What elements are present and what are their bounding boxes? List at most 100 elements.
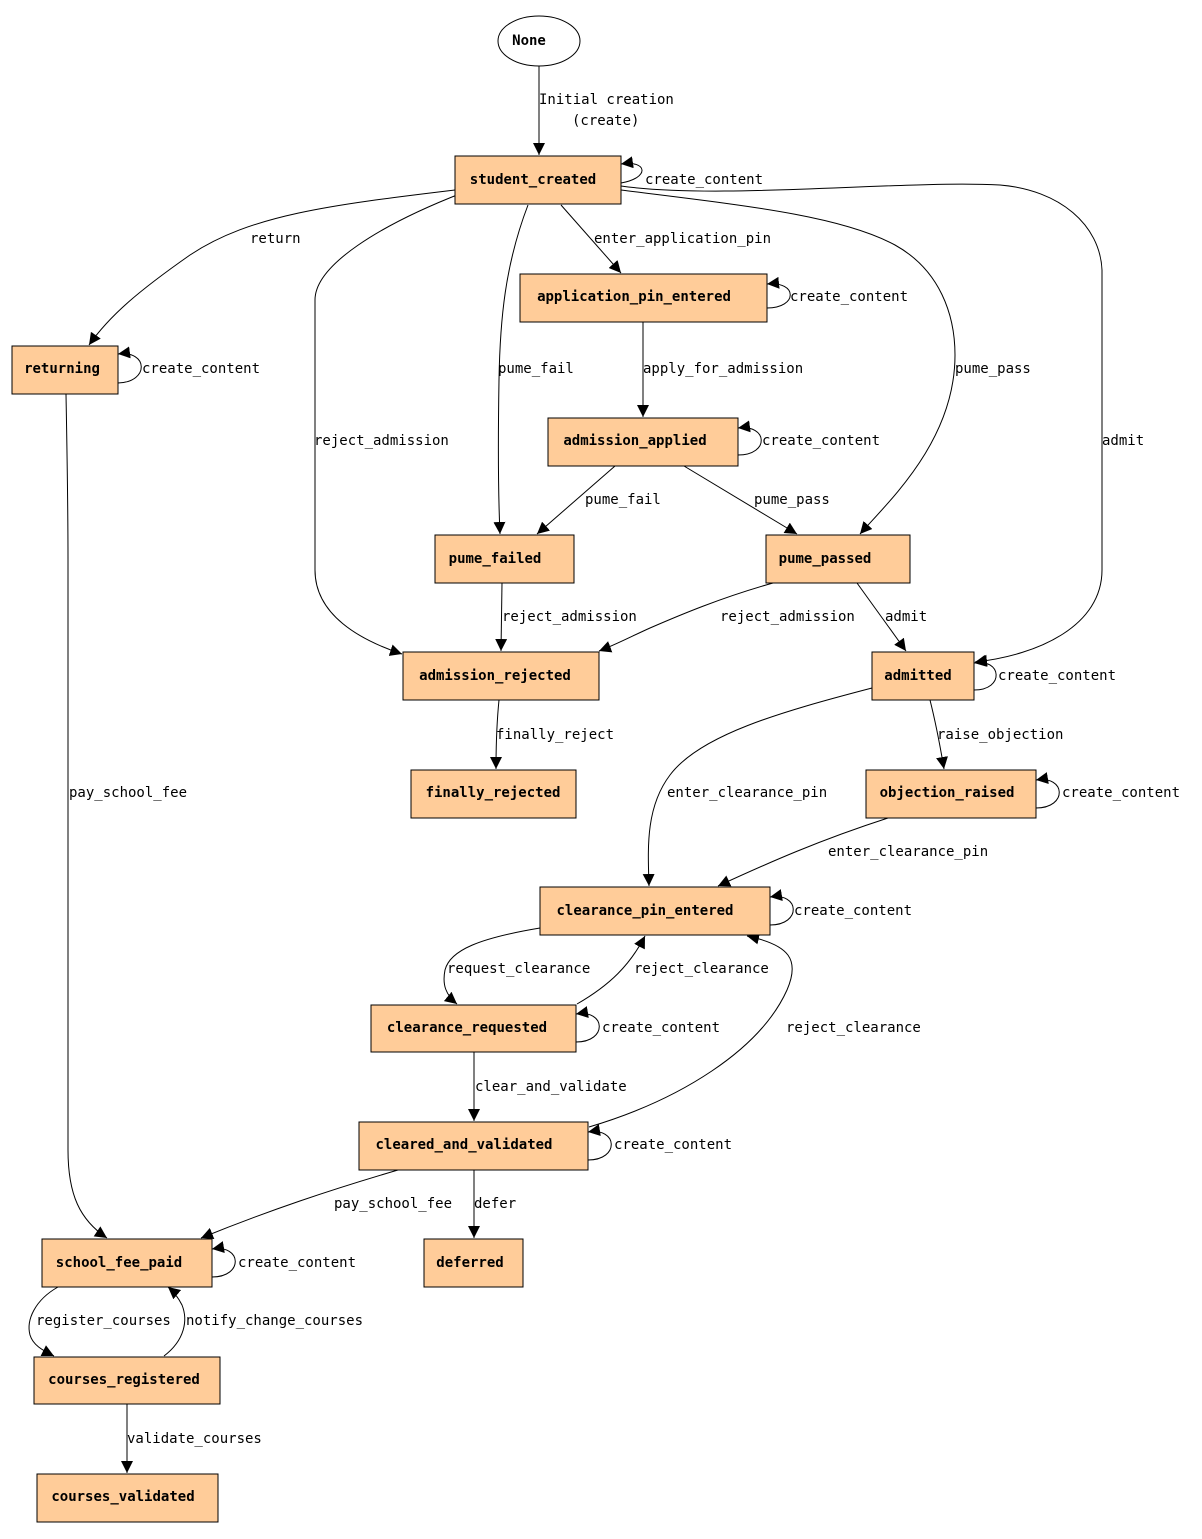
state-label-clearance-requested: clearance_requested — [387, 1020, 547, 1036]
edge-label-enter-application-pin: enter_application_pin — [594, 231, 771, 247]
edge-admit-student: admit — [620, 183, 1144, 667]
edge-clearance-requested-create-content: create_content — [575, 1006, 720, 1043]
edge-label-reject-admission: reject_admission — [720, 609, 855, 625]
edge-label-admit: admit — [885, 609, 927, 625]
edge-label-admit: admit — [1102, 433, 1144, 449]
state-returning[interactable]: returning — [11, 345, 119, 395]
state-label-finally-rejected: finally_rejected — [426, 785, 561, 801]
state-label-pume-passed: pume_passed — [779, 551, 872, 567]
edge-pume-pass-applied: pume_pass — [683, 465, 830, 535]
state-finally-rejected[interactable]: finally_rejected — [410, 769, 577, 819]
edge-pume-pass-student: pume_pass — [620, 189, 1031, 535]
edge-label-pay-school-fee: pay_school_fee — [69, 785, 187, 801]
edge-admission-applied-create-content: create_content — [737, 420, 880, 456]
edge-label-raise-objection: raise_objection — [937, 727, 1063, 743]
edge-notify-change-courses: notify_change_courses — [163, 1286, 363, 1357]
edge-raise-objection: raise_objection — [929, 699, 1063, 770]
edge-apply-for-admission: apply_for_admission — [637, 322, 803, 417]
edge-clear-and-validate: clear_and_validate — [468, 1052, 627, 1121]
edge-student-created-create-content: create_content — [620, 156, 763, 188]
state-pume-passed[interactable]: pume_passed — [765, 534, 911, 584]
edge-reject-clearance-requested: reject_clearance — [576, 935, 769, 1005]
edge-label-pay-school-fee: pay_school_fee — [334, 1196, 452, 1212]
edge-label-reject-admission: reject_admission — [314, 433, 449, 449]
edge-label-notify-change-courses: notify_change_courses — [186, 1313, 363, 1329]
state-application-pin-entered[interactable]: application_pin_entered — [519, 273, 768, 323]
edge-label-apply-for-admission: apply_for_admission — [643, 361, 803, 377]
edge-label-pume-pass: pume_pass — [754, 492, 830, 508]
edge-pay-school-fee-returning: pay_school_fee — [65, 393, 187, 1239]
edge-pume-fail-student: pume_fail — [493, 204, 574, 535]
edge-label-create-content: create_content — [614, 1137, 732, 1153]
edge-label-create-content: create_content — [790, 289, 908, 305]
edge-label-register-courses: register_courses — [36, 1313, 171, 1329]
state-label-pume-failed: pume_failed — [449, 551, 542, 567]
edge-reject-admission-student: reject_admission — [314, 192, 463, 656]
edge-label-pume-pass: pume_pass — [955, 361, 1031, 377]
edge-pay-school-fee-cleared: pay_school_fee — [200, 1169, 452, 1240]
edge-reject-admission-failed: reject_admission — [495, 582, 637, 652]
state-student-created[interactable]: student_created — [454, 155, 622, 205]
edge-label-enter-clearance-pin: enter_clearance_pin — [828, 844, 988, 860]
edge-finally-reject: finally_reject — [490, 699, 614, 770]
state-label-objection-raised: objection_raised — [880, 785, 1015, 801]
state-label-courses-validated: courses_validated — [51, 1489, 194, 1505]
state-label-deferred: deferred — [436, 1255, 503, 1271]
state-label-application-pin-entered: application_pin_entered — [537, 289, 731, 305]
edge-reject-clearance-cleared: reject_clearance — [588, 932, 921, 1128]
edge-school-fee-create-content: create_content — [211, 1241, 356, 1278]
state-label-school-fee-paid: school_fee_paid — [56, 1255, 182, 1271]
state-courses-validated[interactable]: courses_validated — [36, 1473, 219, 1523]
edge-label-initial-2: (create) — [572, 113, 639, 129]
state-label-clearance-pin-entered: clearance_pin_entered — [556, 903, 733, 919]
state-admission-applied[interactable]: admission_applied — [547, 417, 739, 467]
edge-label-create-content: create_content — [602, 1020, 720, 1036]
edge-app-pin-create-content: create_content — [766, 276, 908, 309]
state-admission-rejected[interactable]: admission_rejected — [402, 651, 600, 701]
state-label-cleared-and-validated: cleared_and_validated — [375, 1137, 552, 1153]
state-label-admission-applied: admission_applied — [563, 433, 706, 449]
edge-returning-create-content: create_content — [117, 346, 260, 384]
state-label-courses-registered: courses_registered — [48, 1372, 200, 1388]
edge-enter-clearance-pin-objection: enter_clearance_pin — [717, 817, 988, 887]
edge-label-create-content: create_content — [794, 903, 912, 919]
state-pume-failed[interactable]: pume_failed — [434, 534, 575, 584]
edge-request-clearance: request_clearance — [443, 927, 590, 1005]
edge-enter-application-pin: enter_application_pin — [560, 204, 771, 274]
edge-label-validate-courses: validate_courses — [127, 1431, 262, 1447]
edge-label-return: return — [250, 231, 301, 247]
edge-return: return — [88, 189, 456, 346]
state-admitted[interactable]: admitted — [871, 651, 975, 701]
edge-label-reject-clearance: reject_clearance — [786, 1020, 921, 1036]
state-label-student-created: student_created — [470, 172, 596, 188]
state-cleared-and-validated[interactable]: cleared_and_validated — [358, 1121, 589, 1171]
edge-label-request-clearance: request_clearance — [447, 961, 590, 977]
edge-label-create-content: create_content — [645, 172, 763, 188]
edge-validate-courses: validate_courses — [121, 1404, 262, 1473]
edge-admitted-create-content: create_content — [973, 654, 1116, 691]
state-label-returning: returning — [24, 361, 100, 377]
edge-label-create-content: create_content — [1062, 785, 1180, 801]
state-courses-registered[interactable]: courses_registered — [33, 1356, 221, 1405]
edge-reject-admission-passed: reject_admission — [598, 582, 855, 653]
state-clearance-requested[interactable]: clearance_requested — [370, 1004, 577, 1053]
edge-clearance-pin-create-content: create_content — [769, 889, 912, 926]
edge-label-reject-admission: reject_admission — [502, 609, 637, 625]
state-label-admitted: admitted — [884, 668, 951, 684]
edge-label-create-content: create_content — [238, 1255, 356, 1271]
edge-admit-passed: admit — [856, 582, 927, 652]
edge-label-defer: defer — [474, 1196, 516, 1212]
edge-defer: defer — [468, 1170, 516, 1238]
edge-label-reject-clearance: reject_clearance — [634, 961, 769, 977]
edge-enter-clearance-pin-admitted: enter_clearance_pin — [642, 687, 873, 887]
state-school-fee-paid[interactable]: school_fee_paid — [41, 1238, 213, 1288]
state-none[interactable]: None — [497, 15, 581, 67]
state-deferred[interactable]: deferred — [423, 1238, 524, 1288]
edge-label-pume-fail: pume_fail — [585, 492, 661, 508]
state-objection-raised[interactable]: objection_raised — [865, 769, 1037, 819]
edge-initial-creation: Initial creation (create) — [533, 66, 674, 155]
state-clearance-pin-entered[interactable]: clearance_pin_entered — [539, 886, 771, 936]
edge-cleared-create-content: create_content — [587, 1124, 732, 1161]
edge-label-initial-1: Initial creation — [539, 92, 674, 108]
